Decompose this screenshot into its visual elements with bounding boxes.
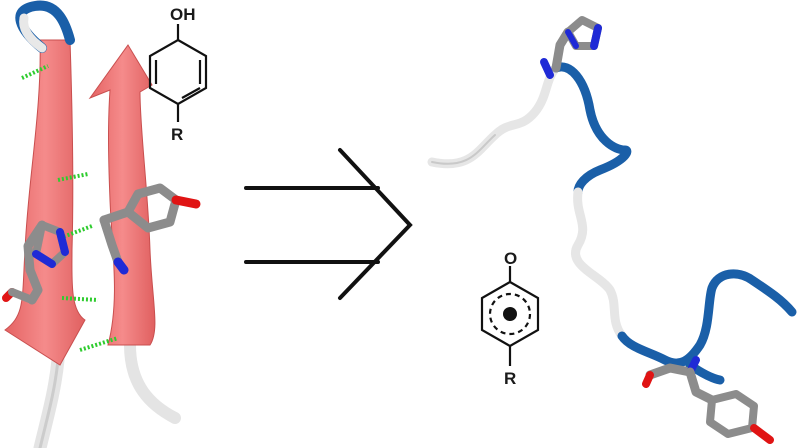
phenol-structure [148, 24, 208, 122]
coil-segment-blue-1 [551, 62, 632, 197]
hbond-2 [57, 172, 89, 182]
phenol-r-label: R [171, 125, 183, 144]
phenol-ring [148, 38, 208, 106]
coil-segment-white-2 [571, 187, 627, 341]
phenoxyl-r-label: R [504, 369, 516, 388]
tyrosine-bottom [642, 356, 774, 444]
hbond-1 [21, 64, 49, 80]
tyrosine-sticks-icon [99, 183, 201, 275]
coil-segment-white-1 [427, 63, 561, 169]
radical-dot [503, 307, 517, 321]
phenoxyl-inner-ring [488, 292, 532, 336]
phenoxyl-o-label: O [504, 249, 517, 268]
hbond-5 [79, 336, 119, 352]
phenoxyl-structure [480, 266, 540, 366]
histidine-top [540, 16, 602, 79]
double-arrow-icon [244, 148, 413, 300]
hairpin-tail-right [124, 339, 181, 424]
histidine-sticks-icon [2, 220, 69, 305]
beta-strand-left [4, 39, 86, 366]
hairpin-tail-left-shade [38, 358, 60, 448]
hbond-3 [59, 224, 93, 240]
hbond-4 [61, 296, 99, 302]
hairpin-turn-white [19, 13, 47, 53]
phenol-oh-label: OH [170, 5, 196, 24]
coil-segment-blue-2 [617, 269, 797, 368]
unfolded-peptide-icon [427, 16, 797, 444]
hairpin-peptide-icon [2, 0, 201, 448]
hydrogen-bonds [21, 64, 119, 352]
